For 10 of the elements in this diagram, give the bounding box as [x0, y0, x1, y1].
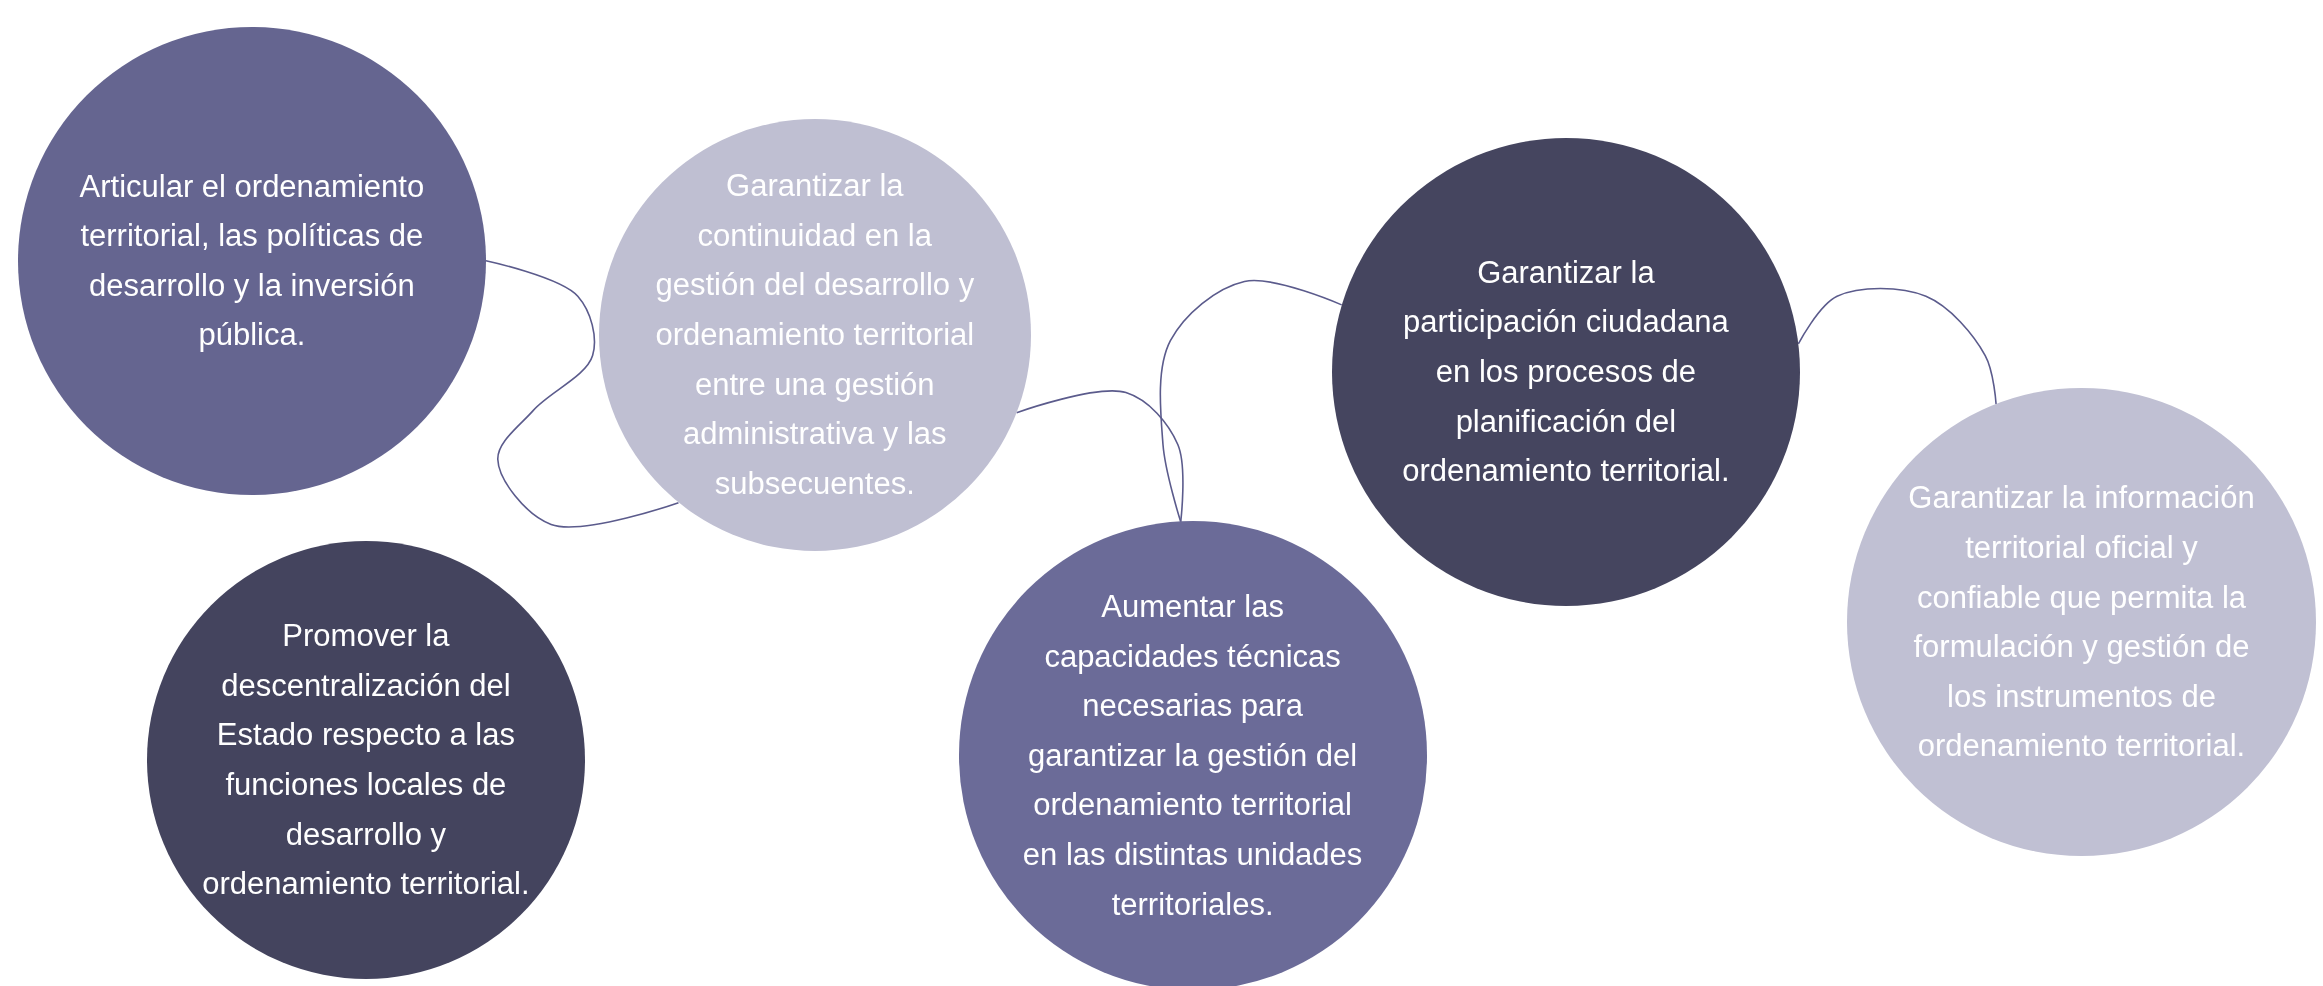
node-text: Garantizar la participación ciudadana en los procesos de planificación del ordenamiento territorial.	[1401, 253, 1731, 491]
node-text: Aumentar las capacidades técnicas necesarias para garantizar la gestión del ordenamiento territorial en las distintas unidades territoriales.	[1021, 587, 1364, 924]
node-text: Garantizar la información territorial oficial y confiable que permita la formulación y gestión de los instrumentos de ordenamiento territorial.	[1907, 479, 2256, 766]
connector-line	[1159, 279, 1343, 523]
node-text: Articular el ordenamiento territorial, las políticas de desarrollo y la inversión pública.	[78, 167, 426, 355]
connector-line	[1015, 390, 1184, 523]
connector-line	[485, 259, 680, 528]
connector-line	[1797, 287, 1997, 406]
node-text: Garantizar la continuidad en la gestión del desarrollo y ordenamiento territorial entre una gestión administrativa y las subsecuentes.	[654, 167, 976, 503]
node-text: Promover la descentralización del Estado respecto a las funciones locales de desarrollo y ordenamiento territorial.	[201, 617, 531, 904]
